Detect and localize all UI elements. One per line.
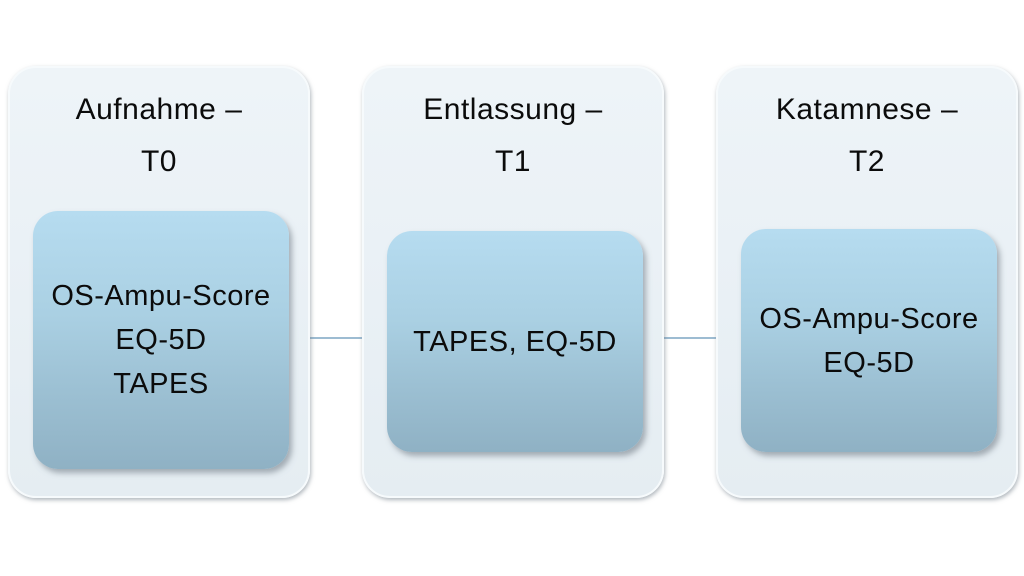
- measure-item: OS-Ampu-Score: [51, 280, 271, 312]
- measure-item: TAPES, EQ-5D: [413, 325, 617, 358]
- stage-title-line2: T0: [140, 145, 177, 178]
- measure-item: OS-Ampu-Score: [759, 302, 979, 335]
- stage-title-line2: T2: [848, 145, 885, 178]
- measures-box-t1: TAPES, EQ-5D: [387, 231, 643, 452]
- measures-box-t0: OS-Ampu-Score EQ-5D TAPES: [33, 211, 289, 469]
- stage-title-t1: Entlassung – T1: [364, 68, 662, 188]
- stage-title-line2: T1: [494, 145, 531, 178]
- stage-title-t0: Aufnahme – T0: [10, 68, 308, 188]
- measure-item: TAPES: [113, 368, 209, 400]
- connector-line-t1-t2: [642, 337, 743, 339]
- stage-title-line1: Entlassung –: [423, 93, 603, 126]
- measures-box-t2: OS-Ampu-Score EQ-5D: [741, 229, 997, 452]
- measure-item: EQ-5D: [823, 346, 915, 379]
- stage-title-line1: Katamnese –: [775, 93, 959, 126]
- measure-item: EQ-5D: [115, 324, 207, 356]
- stage-title-t2: Katamnese – T2: [718, 68, 1016, 188]
- stage-panel-aufnahme-t0: Aufnahme – T0 OS-Ampu-Score EQ-5D TAPES: [8, 66, 310, 498]
- stage-panel-katamnese-t2: Katamnese – T2 OS-Ampu-Score EQ-5D: [716, 66, 1018, 498]
- stage-title-line1: Aufnahme –: [75, 93, 243, 126]
- stage-panel-entlassung-t1: Entlassung – T1 TAPES, EQ-5D: [362, 66, 664, 498]
- connector-line-t0-t1: [287, 337, 388, 339]
